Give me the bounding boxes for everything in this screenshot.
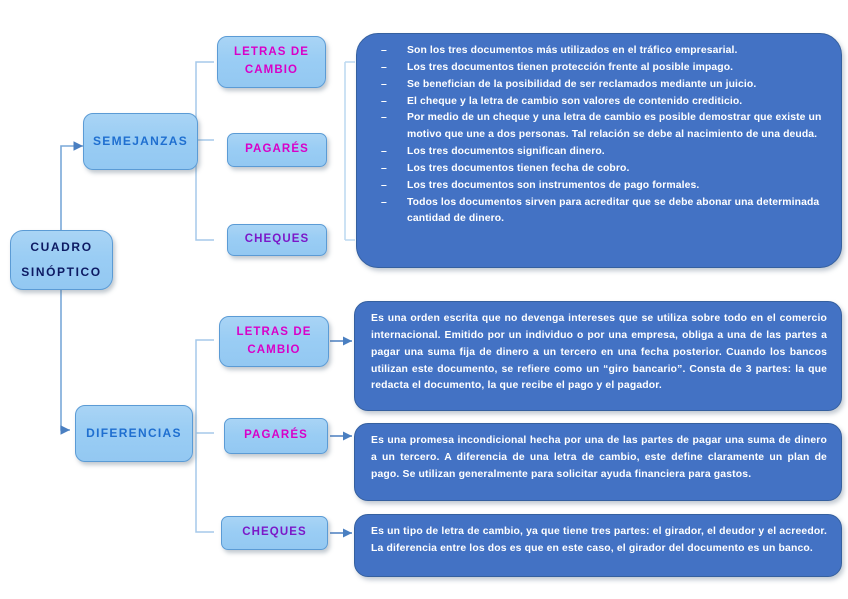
node-cheques-semejanzas-label: CHEQUES xyxy=(244,233,310,246)
connector-root-to-semejanzas xyxy=(60,141,83,234)
semejanzas-bullet-text: Los tres documentos son instrumentos de … xyxy=(407,179,700,191)
semejanzas-bullet-text: Los tres documentos tienen protección fr… xyxy=(407,61,734,73)
node-pagares-diferencias[interactable]: PAGARÉS xyxy=(224,418,328,454)
node-cheques-diferencias[interactable]: CHEQUES xyxy=(221,516,328,550)
connector-semejanzas-bracket xyxy=(195,61,214,241)
node-root-label: CUADRO SINÓPTICO xyxy=(21,239,102,279)
connector-semejanzas-leaves-to-panel xyxy=(344,61,355,241)
semejanzas-bullet-text: El cheque y la letra de cambio son valor… xyxy=(407,95,743,107)
panel-letras-de-cambio: Es una orden escrita que no devenga inte… xyxy=(354,301,842,411)
bullet-dash-icon: – xyxy=(381,61,387,73)
bullet-dash-icon: – xyxy=(381,78,387,90)
node-branch-diferencias[interactable]: DIFERENCIAS xyxy=(75,405,193,462)
node-letras-de-cambio-diferencias-label: LETRAS DE CAMBIO xyxy=(236,325,312,356)
node-pagares-diferencias-label: PAGARÉS xyxy=(244,429,308,442)
bullet-dash-icon: – xyxy=(381,196,387,208)
node-pagares-semejanzas-label: PAGARÉS xyxy=(245,143,309,156)
node-cheques-diferencias-label: CHEQUES xyxy=(242,526,307,539)
bullet-dash-icon: – xyxy=(381,179,387,191)
bullet-dash-icon: – xyxy=(381,112,387,124)
semejanzas-bullet-item: – Los tres documentos tienen fecha de cob… xyxy=(373,161,827,178)
semejanzas-bullet-item: – Los tres documentos son instrumentos de… xyxy=(373,178,827,195)
semejanzas-bullet-list: – Son los tres documentos más utilizados … xyxy=(373,43,827,228)
panel-cheques: Es un tipo de letra de cambio, ya que ti… xyxy=(354,514,842,577)
semejanzas-bullet-item: – Por medio de un cheque y una letra de c… xyxy=(373,110,827,144)
node-cheques-semejanzas[interactable]: CHEQUES xyxy=(227,224,327,256)
semejanzas-bullet-item: – Los tres documentos tienen protección f… xyxy=(373,60,827,77)
connector-root-to-diferencias xyxy=(60,288,70,435)
panel-pagares: Es una promesa incondicional hecha por u… xyxy=(354,423,842,501)
panel-semejanzas: – Son los tres documentos más utilizados … xyxy=(356,33,842,268)
semejanzas-bullet-text: Los tres documentos tienen fecha de cobr… xyxy=(407,162,630,174)
node-letras-de-cambio-semejanzas[interactable]: LETRAS DE CAMBIO xyxy=(217,36,326,88)
semejanzas-bullet-item: – Se benefician de la posibilidad de ser … xyxy=(373,77,827,94)
node-letras-de-cambio-diferencias[interactable]: LETRAS DE CAMBIO xyxy=(219,316,329,367)
semejanzas-bullet-text: Se benefician de la posibilidad de ser r… xyxy=(407,78,757,90)
node-root[interactable]: CUADRO SINÓPTICO xyxy=(10,230,113,290)
node-branch-semejanzas-label: SEMEJANZAS xyxy=(92,134,188,149)
semejanzas-bullet-text: Son los tres documentos más utilizados e… xyxy=(407,45,738,56)
connector-diferencias-bracket xyxy=(195,339,214,533)
semejanzas-bullet-item: – Los tres documentos significan dinero. xyxy=(373,144,827,161)
bullet-dash-icon: – xyxy=(381,45,387,56)
semejanzas-bullet-item: – Todos los documentos sirven para acredi… xyxy=(373,195,827,229)
node-branch-diferencias-label: DIFERENCIAS xyxy=(86,426,182,441)
semejanzas-bullet-text: Los tres documentos significan dinero. xyxy=(407,146,605,158)
semejanzas-bullet-text: Por medio de un cheque y una letra de ca… xyxy=(407,112,822,141)
node-pagares-semejanzas[interactable]: PAGARÉS xyxy=(227,133,327,167)
semejanzas-bullet-text: Todos los documentos sirven para acredit… xyxy=(407,196,820,225)
bullet-dash-icon: – xyxy=(381,146,387,158)
node-branch-semejanzas[interactable]: SEMEJANZAS xyxy=(83,113,198,170)
panel-letras-de-cambio-text: Es una orden escrita que no devenga inte… xyxy=(371,313,827,392)
panel-cheques-text: Es un tipo de letra de cambio, ya que ti… xyxy=(371,526,827,554)
bullet-dash-icon: – xyxy=(381,95,387,107)
node-letras-de-cambio-semejanzas-label: LETRAS DE CAMBIO xyxy=(233,46,310,76)
semejanzas-bullet-item: – El cheque y la letra de cambio son valo… xyxy=(373,94,827,111)
bullet-dash-icon: – xyxy=(381,162,387,174)
panel-pagares-text: Es una promesa incondicional hecha por u… xyxy=(371,435,827,480)
semejanzas-bullet-item: – Son los tres documentos más utilizados … xyxy=(373,43,827,60)
